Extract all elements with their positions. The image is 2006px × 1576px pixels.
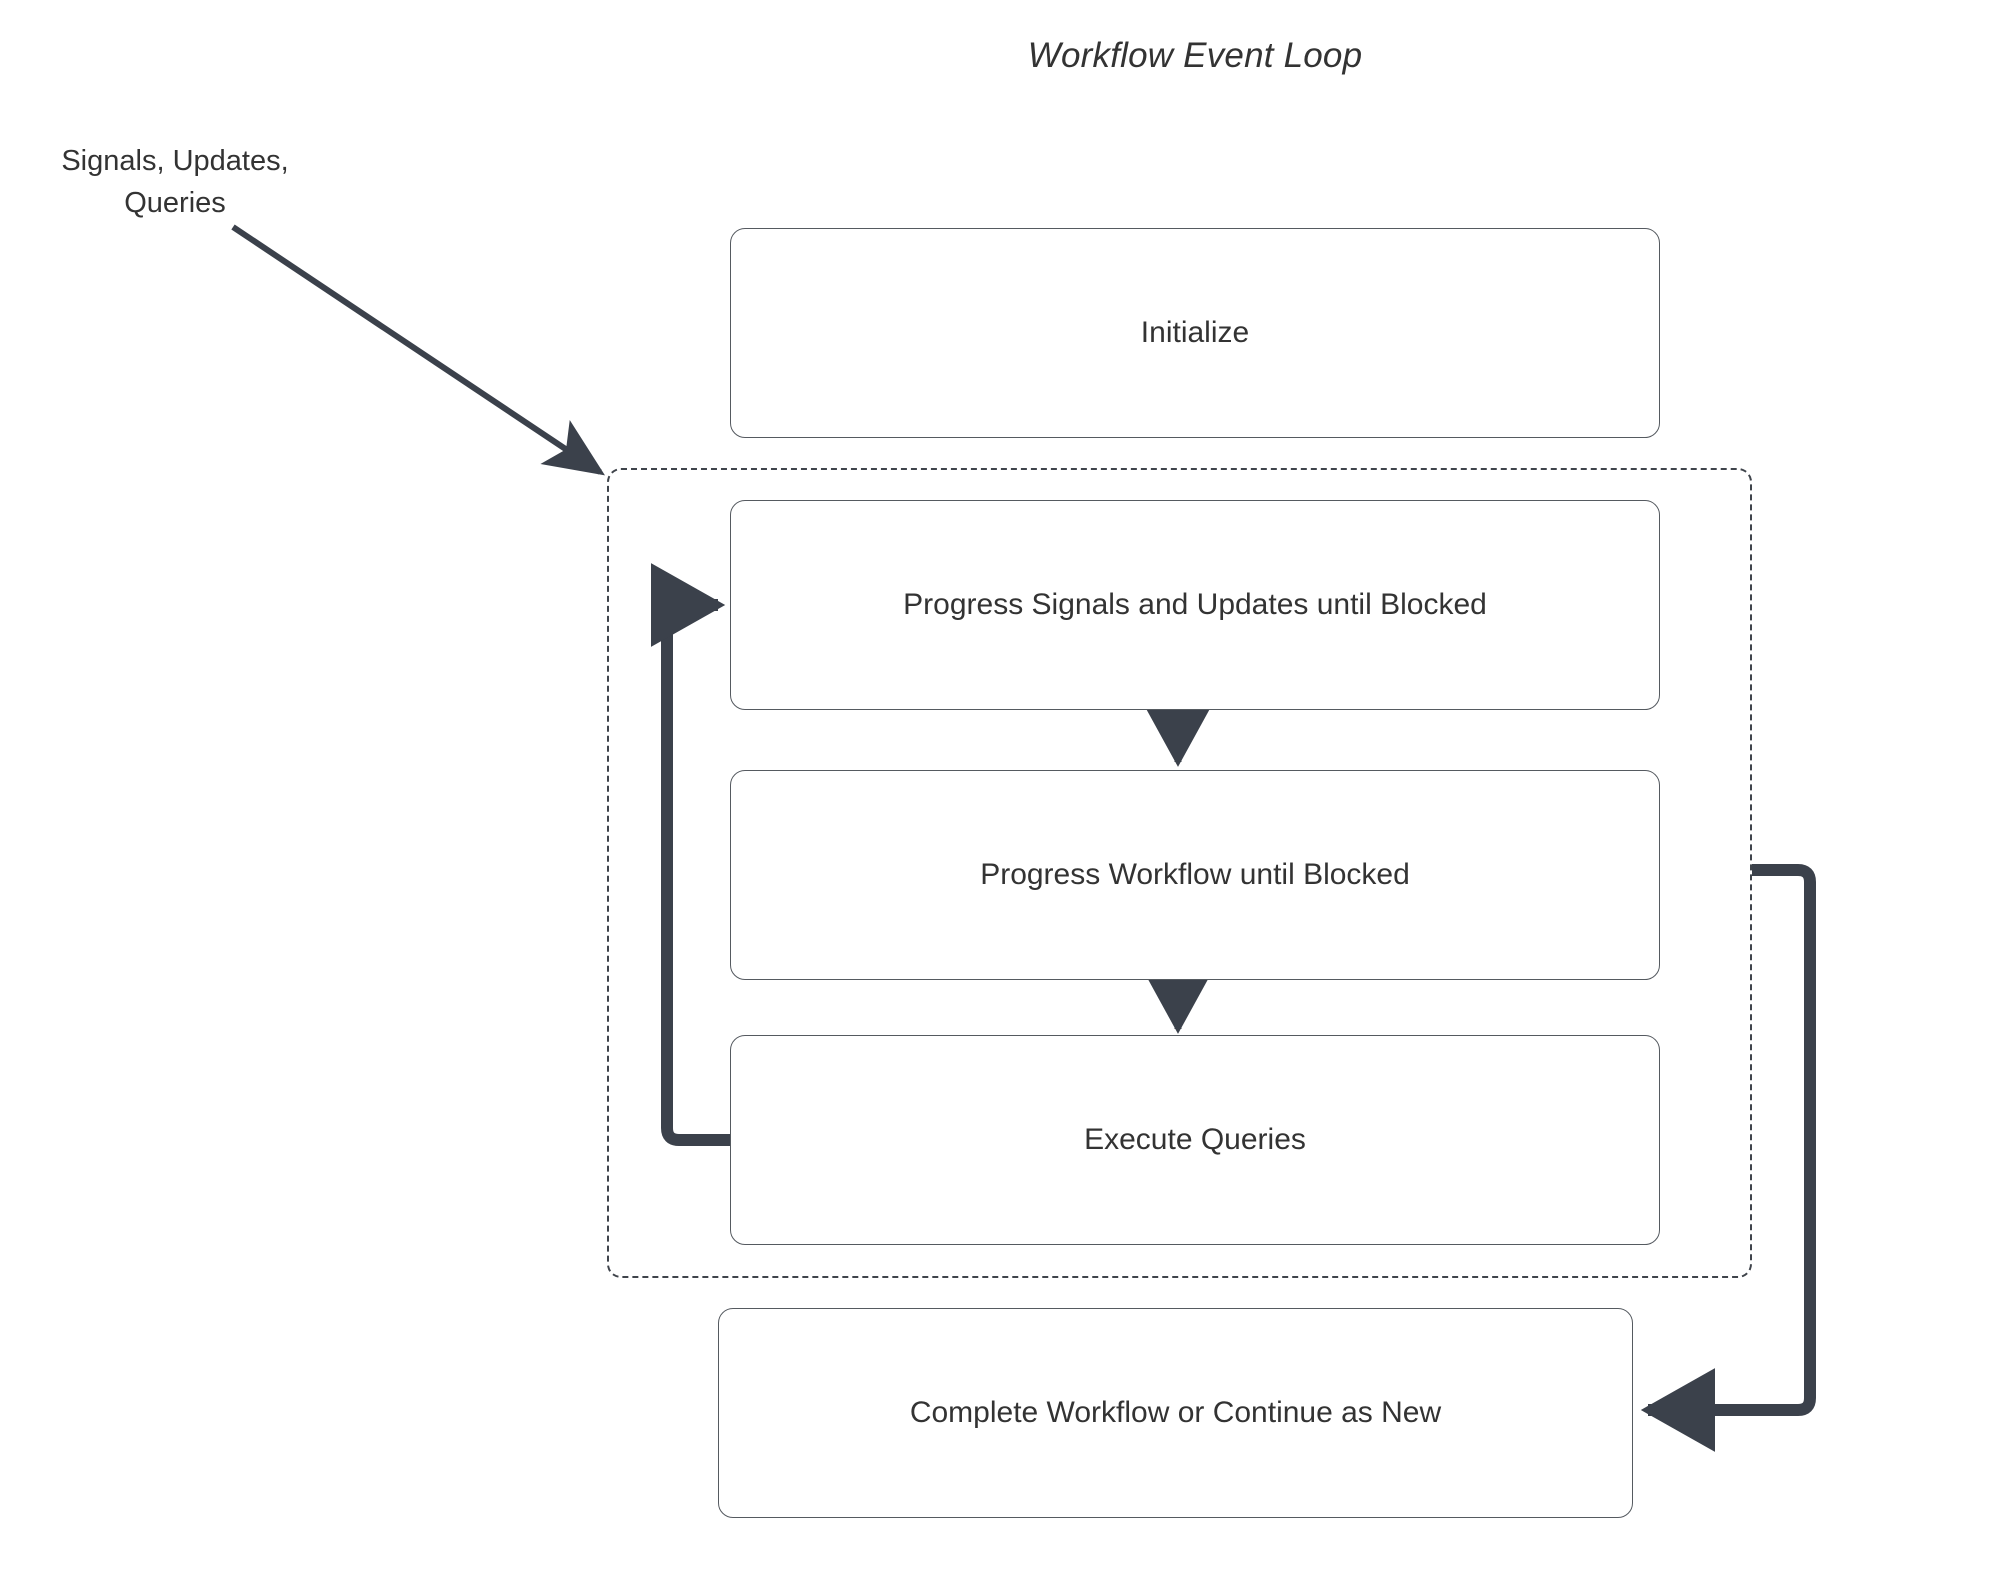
external-input-label-line2: Queries — [124, 187, 226, 219]
page-title: Workflow Event Loop — [1027, 36, 1363, 75]
node-initialize[interactable]: Initialize — [730, 228, 1660, 438]
loop-container — [607, 468, 1752, 1278]
edge-external-input — [231, 224, 605, 476]
node-execute-queries[interactable]: Execute Queries — [730, 1035, 1660, 1245]
node-progress-workflow[interactable]: Progress Workflow until Blocked — [730, 770, 1660, 980]
node-progress-signals[interactable]: Progress Signals and Updates until Block… — [730, 500, 1660, 710]
node-complete-workflow-label: Complete Workflow or Continue as New — [909, 1396, 1442, 1429]
node-progress-workflow-label: Progress Workflow until Blocked — [980, 858, 1410, 891]
node-complete-workflow[interactable]: Complete Workflow or Continue as New — [718, 1308, 1633, 1518]
external-input-label-line1: Signals, Updates, — [61, 145, 289, 177]
node-execute-queries-label: Execute Queries — [1084, 1123, 1306, 1156]
external-input-label: Signals, Updates, Queries — [35, 140, 315, 224]
node-progress-signals-label: Progress Signals and Updates until Block… — [903, 588, 1487, 621]
node-initialize-label: Initialize — [1140, 316, 1250, 349]
